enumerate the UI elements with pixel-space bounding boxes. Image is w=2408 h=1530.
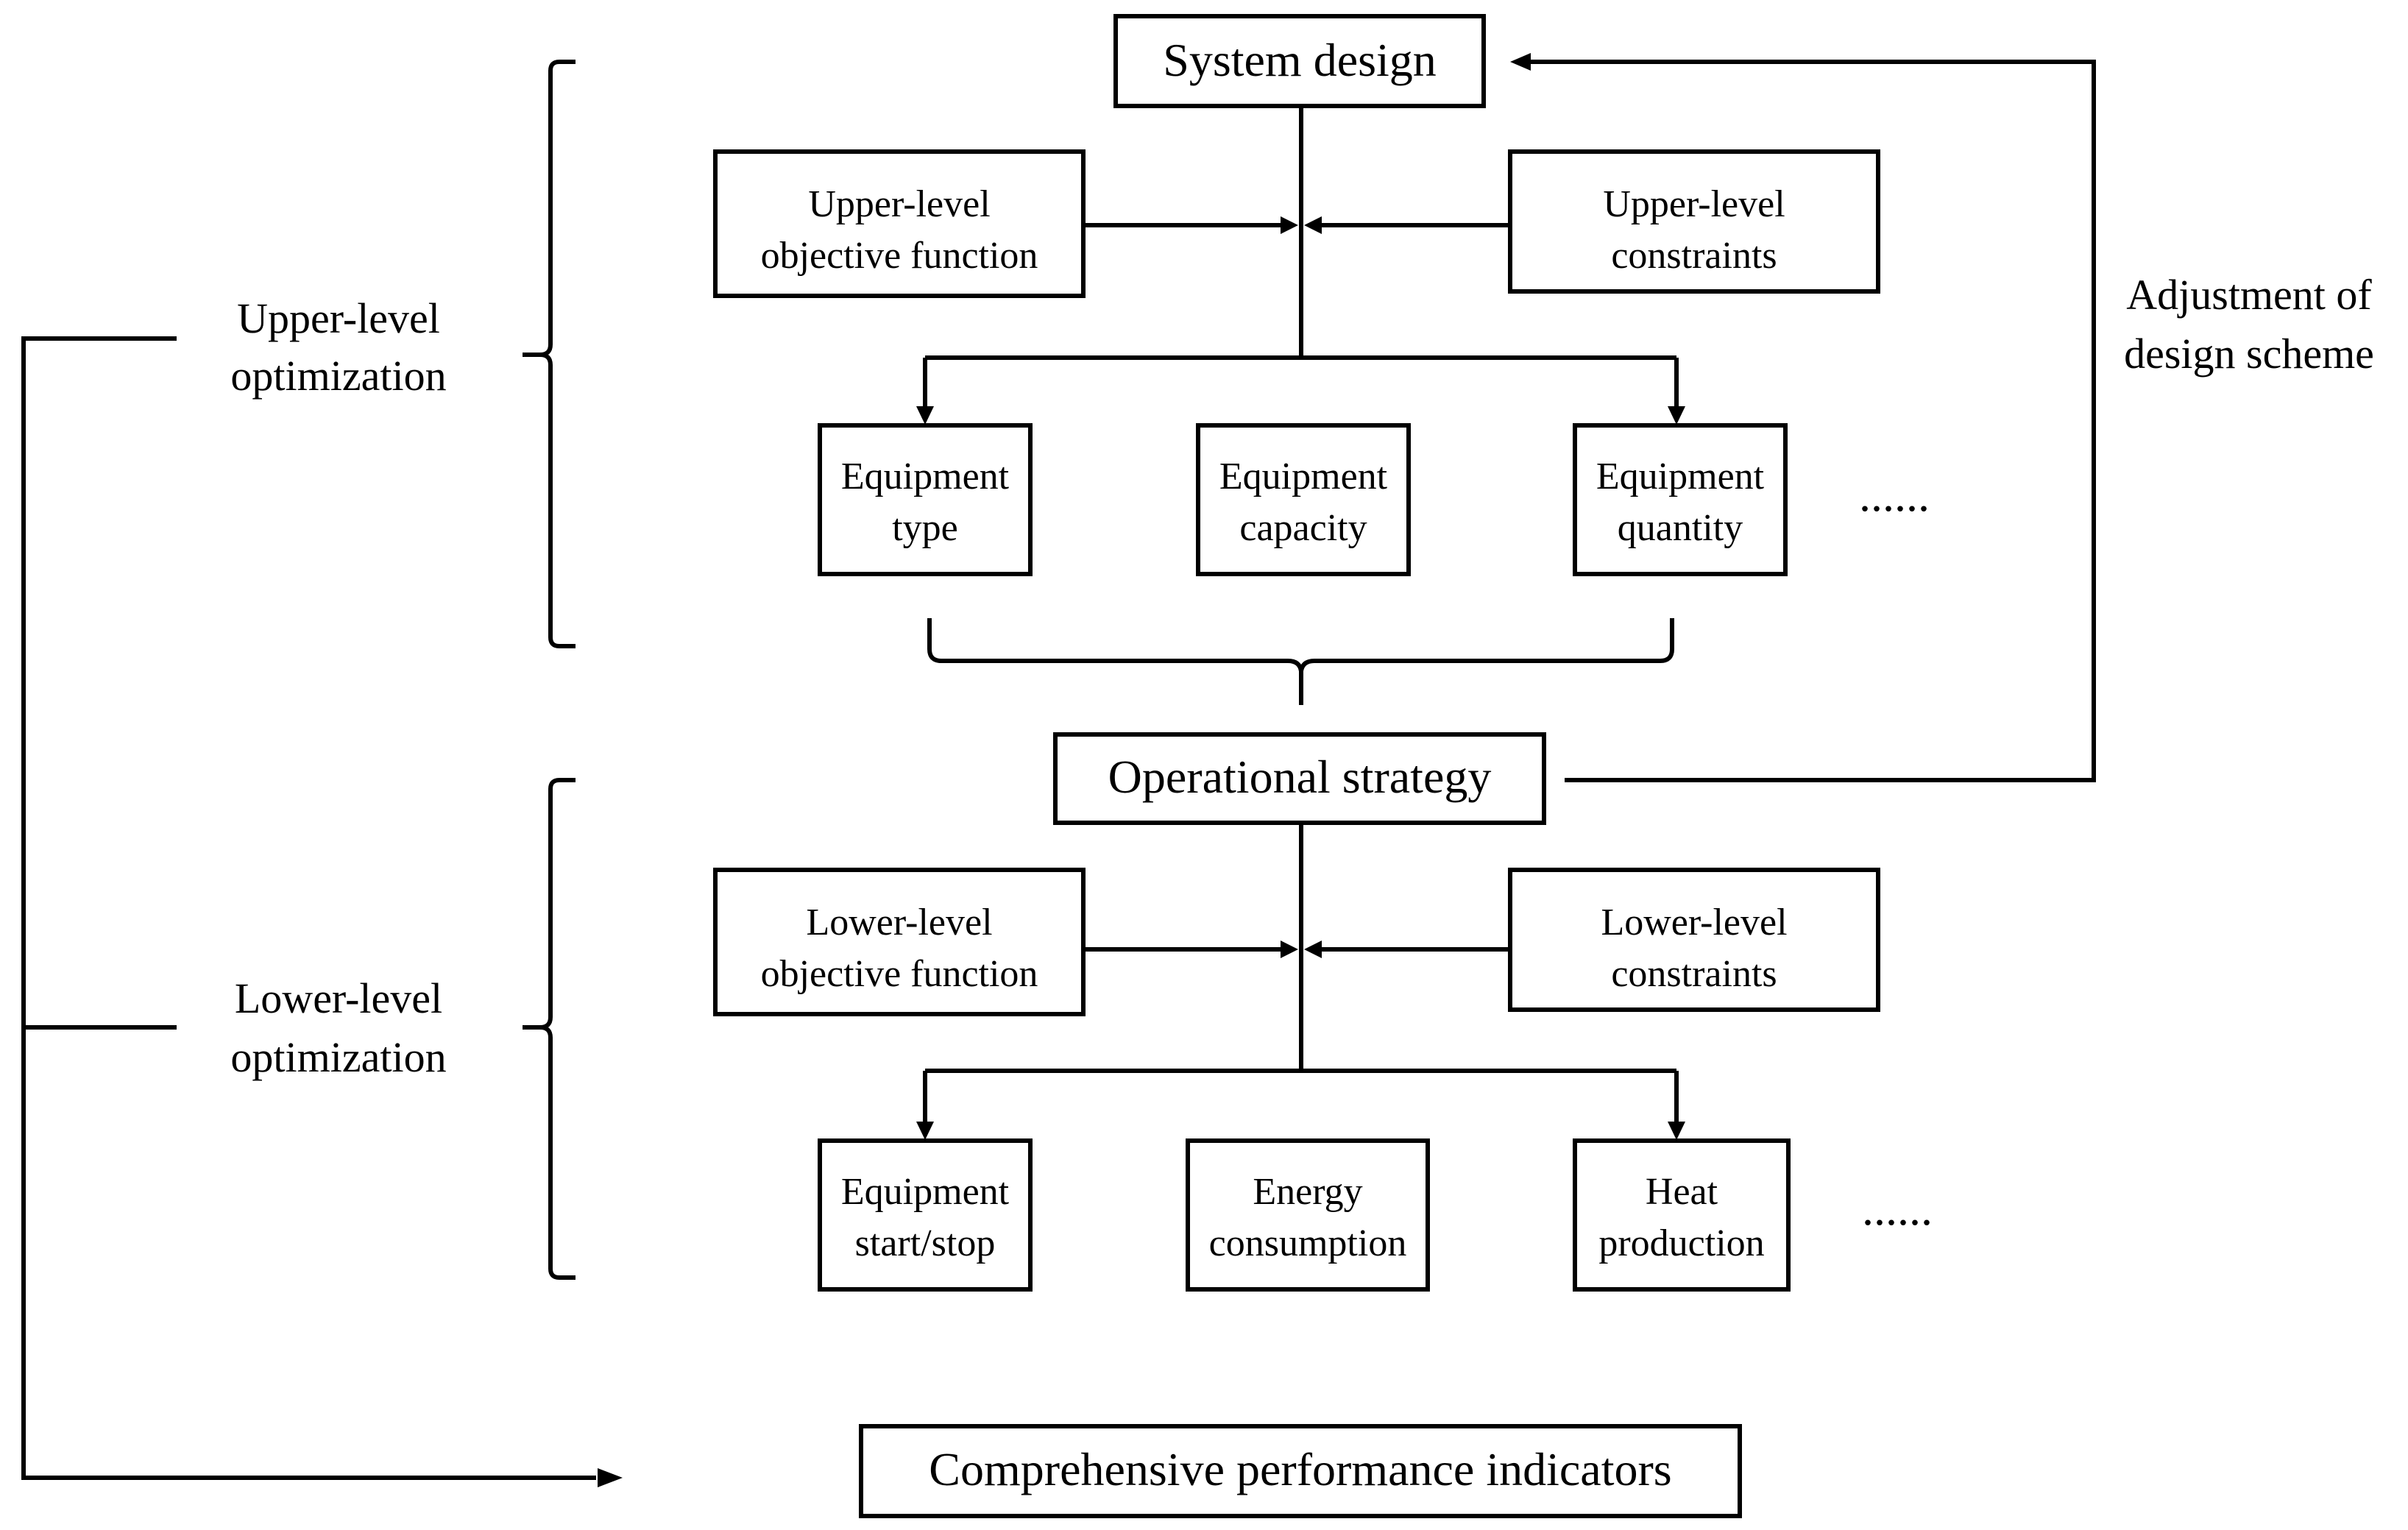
node-equipment-type: Equipment type [818, 423, 1033, 576]
feedback-loop-line [1529, 60, 2096, 782]
equipment-start-stop-line1: Equipment [841, 1171, 1010, 1213]
node-lower-constraints: Lower-level constraints [1508, 868, 1880, 1012]
node-equipment-start-stop: Equipment start/stop [818, 1138, 1033, 1292]
arrowhead-heat-production [1668, 1122, 1685, 1140]
node-equipment-quantity: Equipment quantity [1573, 423, 1788, 576]
arrowhead-equipment-quantity [1668, 406, 1685, 425]
equipment-type-line2: type [892, 507, 958, 549]
node-equipment-capacity: Equipment capacity [1196, 423, 1411, 576]
connectors [21, 53, 2096, 1487]
energy-consumption-line2: consumption [1209, 1222, 1407, 1264]
equipment-quantity-line2: quantity [1618, 507, 1743, 549]
heat-production-line2: production [1598, 1222, 1764, 1264]
equipment-start-stop-line2: start/stop [855, 1222, 996, 1264]
node-operational-strategy: Operational strategy [1053, 732, 1546, 825]
lower-objective-line2: objective function [761, 953, 1038, 995]
arrowhead-equipment-start-stop [916, 1122, 934, 1140]
node-comprehensive-indicators: Comprehensive performance indicators [859, 1424, 1742, 1518]
upper-constraints-line1: Upper-level [1603, 183, 1785, 225]
node-heat-production: Heat production [1573, 1138, 1791, 1292]
node-upper-constraints: Upper-level constraints [1508, 149, 1880, 294]
upper-constraints-line2: constraints [1611, 235, 1777, 277]
lower-objective-line1: Lower-level [806, 902, 992, 943]
ellipsis-upper: ...... [1859, 469, 1930, 521]
node-system-design: System design [1113, 14, 1486, 108]
equipment-group-brace [927, 618, 1674, 705]
arrowhead-lower-constraints [1304, 941, 1322, 958]
equipment-quantity-line1: Equipment [1596, 456, 1765, 497]
adjustment-line2: design scheme [2124, 330, 2374, 378]
arrowhead-feedback [1510, 53, 1531, 71]
arrowhead-upper-objective [1281, 216, 1298, 234]
heat-production-line1: Heat [1646, 1171, 1718, 1213]
lower-constraints-line2: constraints [1611, 953, 1777, 995]
equipment-capacity-line2: capacity [1239, 507, 1367, 549]
upper-objective-line1: Upper-level [808, 183, 990, 225]
arrowhead-upper-constraints [1304, 216, 1322, 234]
node-lower-objective: Lower-level objective function [713, 868, 1086, 1016]
energy-consumption-line1: Energy [1253, 1171, 1362, 1213]
left-outer-line [21, 336, 596, 1480]
arrowhead-lower-objective [1281, 941, 1298, 958]
label-upper-optimization: Upper-level optimization [230, 294, 446, 400]
equipment-capacity-line1: Equipment [1219, 456, 1388, 497]
upper-optimization-line1: Upper-level [237, 294, 440, 342]
equipment-type-line1: Equipment [841, 456, 1010, 497]
node-energy-consumption: Energy consumption [1186, 1138, 1430, 1292]
operational-strategy-label: Operational strategy [1108, 751, 1492, 803]
lower-bracket [523, 778, 576, 1280]
comprehensive-indicators-label: Comprehensive performance indicators [929, 1443, 1671, 1495]
lower-constraints-line1: Lower-level [1601, 902, 1787, 943]
arrowhead-comprehensive [598, 1468, 623, 1487]
upper-optimization-line2: optimization [230, 352, 446, 400]
arrowhead-equipment-type [916, 406, 934, 425]
ellipsis-lower: ...... [1862, 1183, 1933, 1235]
lower-optimization-line1: Lower-level [235, 974, 442, 1022]
label-adjustment: Adjustment of design scheme [2124, 271, 2374, 378]
adjustment-line1: Adjustment of [2126, 271, 2372, 319]
upper-objective-line2: objective function [761, 235, 1038, 277]
node-upper-objective: Upper-level objective function [713, 149, 1086, 298]
system-design-label: System design [1163, 34, 1437, 86]
label-lower-optimization: Lower-level optimization [230, 974, 446, 1081]
upper-bracket [523, 60, 576, 648]
lower-optimization-line2: optimization [230, 1033, 446, 1081]
